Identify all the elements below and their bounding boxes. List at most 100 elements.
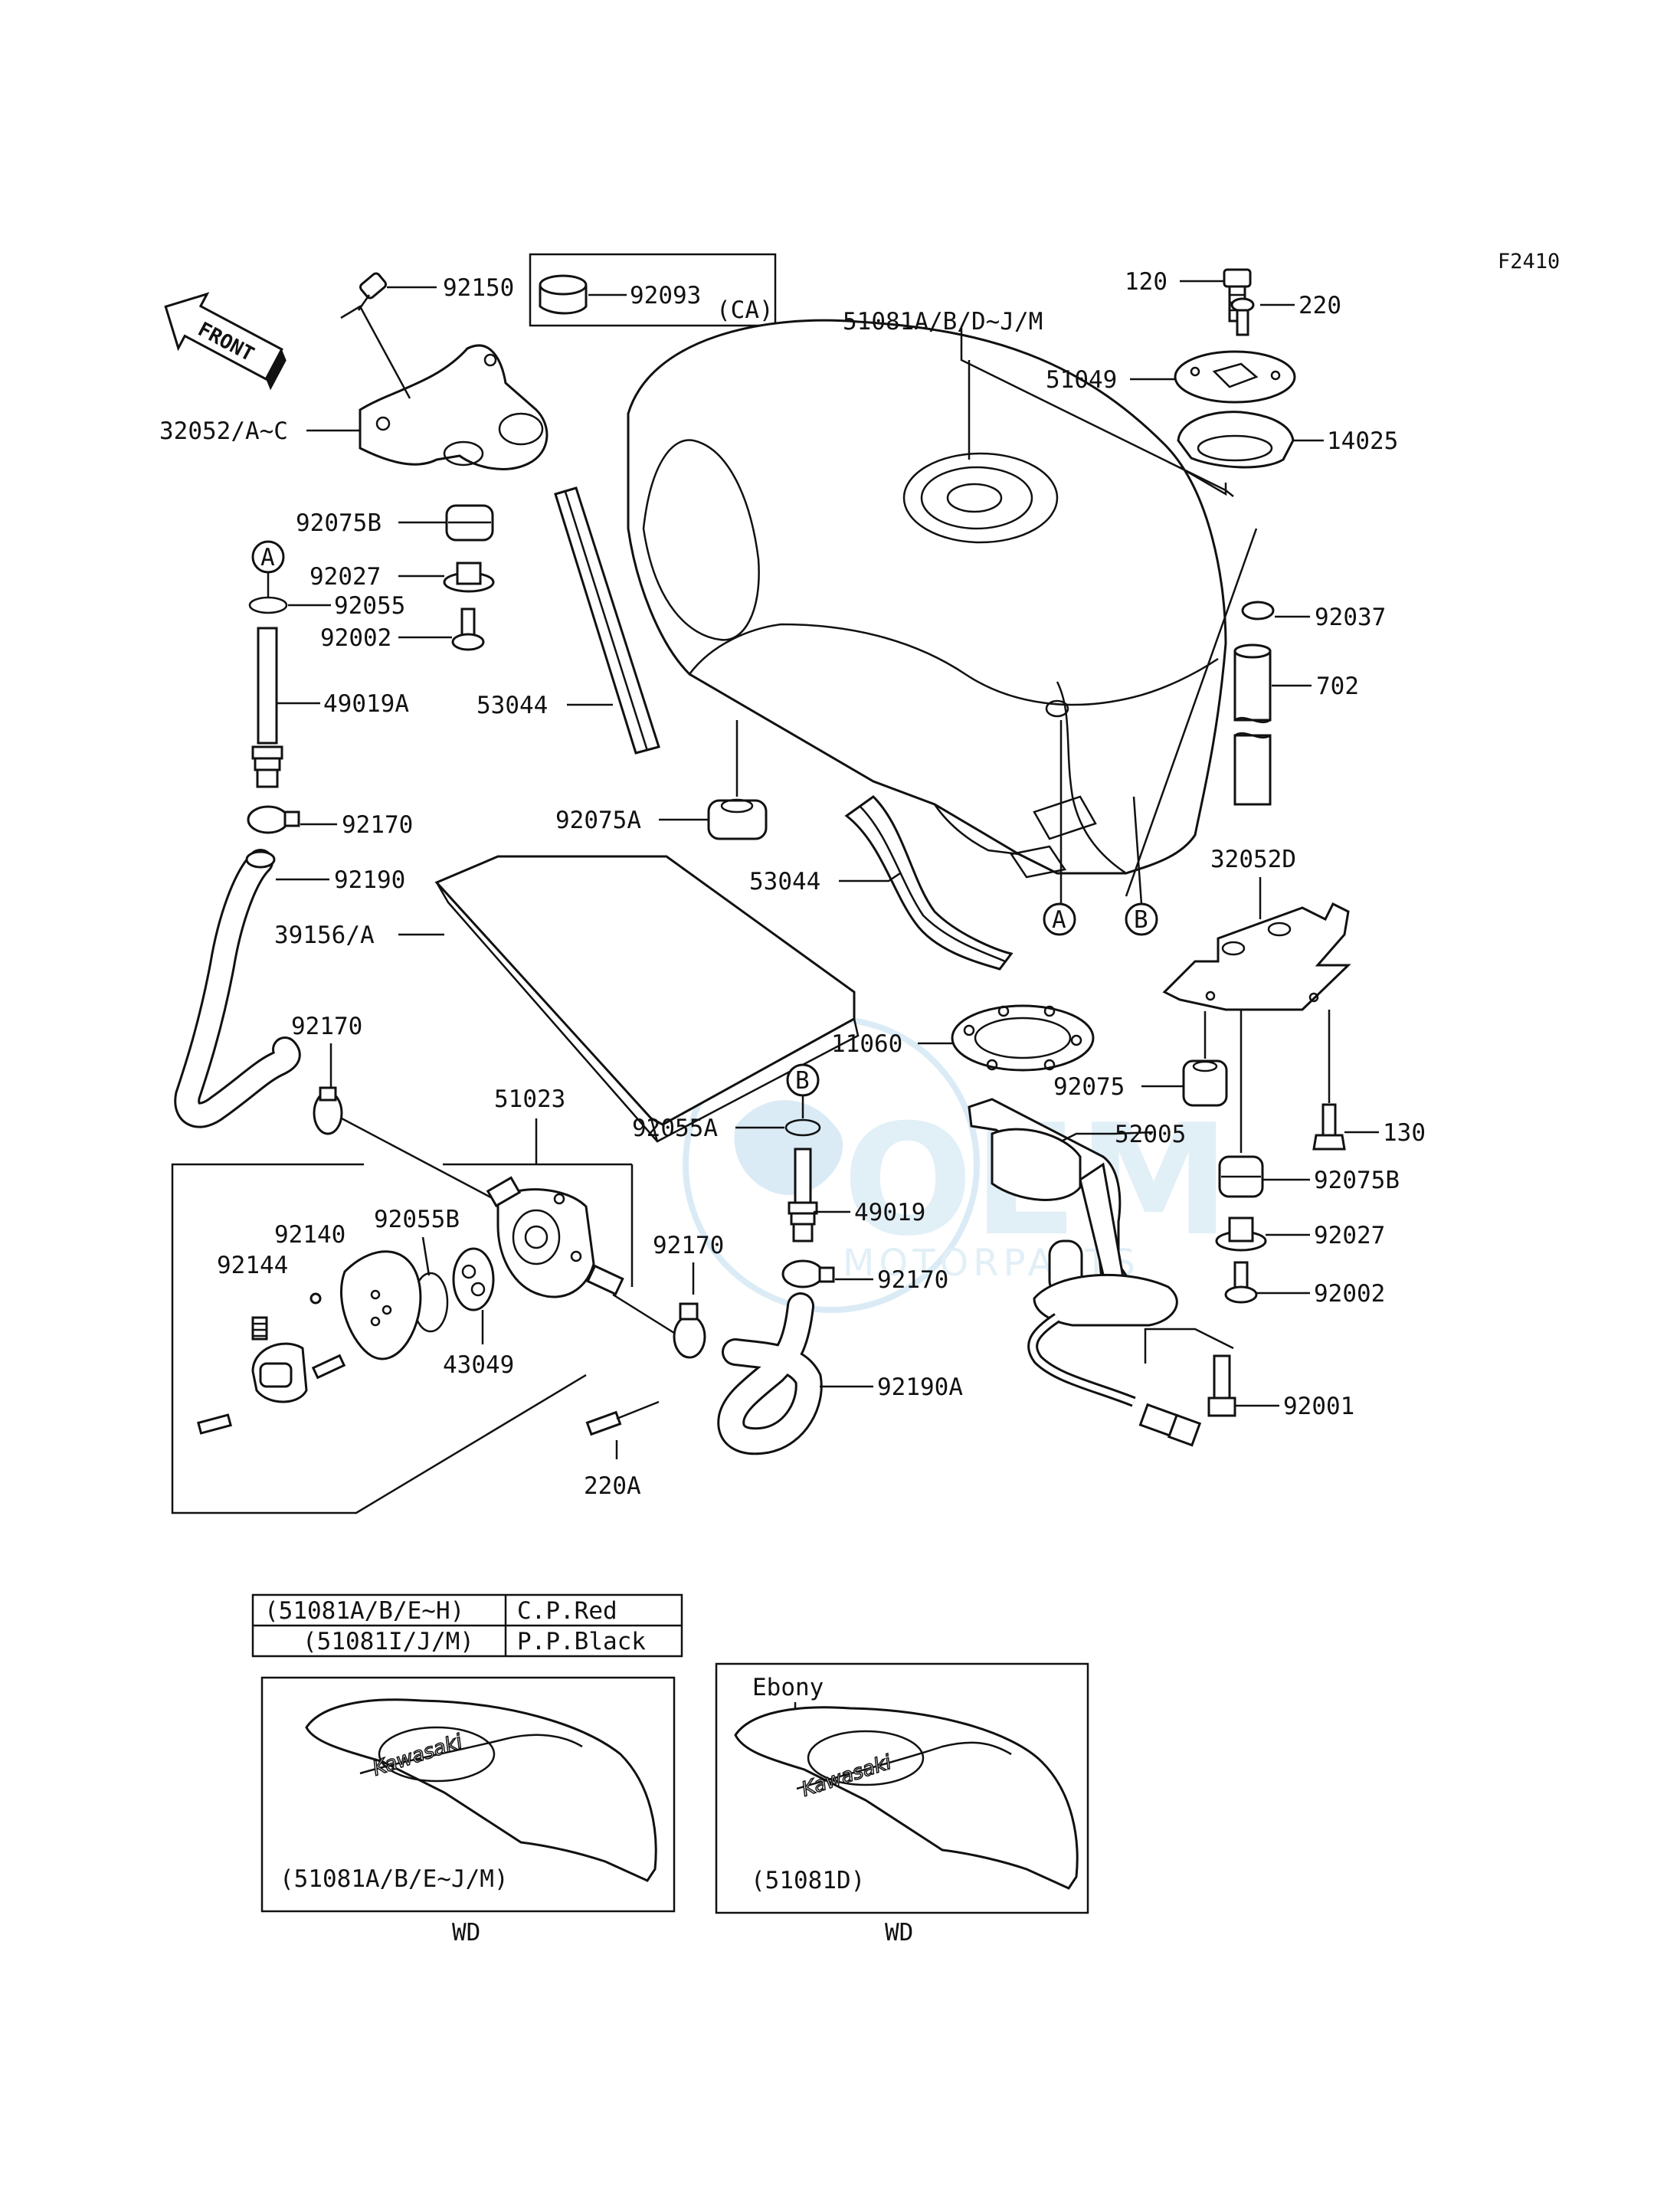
label-92170-lower[interactable]: 92170 — [653, 1232, 724, 1259]
label-51049[interactable]: 51049 — [1046, 366, 1117, 394]
fuel-tank-51081-part[interactable] — [627, 319, 1227, 879]
label-92027-left[interactable]: 92027 — [309, 563, 381, 591]
label-92075[interactable]: 92075 — [1053, 1073, 1125, 1101]
fuel-pump-assy-52005-part[interactable] — [968, 1098, 1202, 1447]
bracket-32052D-part[interactable] — [1162, 902, 1351, 1011]
hose-92190-part[interactable] — [174, 849, 301, 1128]
ball-92140-part[interactable] — [309, 1292, 322, 1305]
leader-51081 — [960, 328, 1234, 497]
gasket-43049-part[interactable] — [452, 1247, 495, 1311]
bracket-32052-part[interactable] — [359, 344, 549, 470]
label-92170-mid[interactable]: 92170 — [291, 1013, 362, 1040]
clamp-92170-mid-part[interactable] — [313, 1086, 343, 1135]
label-39156A[interactable]: 39156/A — [274, 922, 375, 949]
bolt-92001-part[interactable] — [1207, 1354, 1236, 1417]
label-92140[interactable]: 92140 — [274, 1221, 345, 1249]
clip-92037-part[interactable] — [1241, 601, 1275, 620]
label-92055A[interactable]: 92055A — [632, 1115, 718, 1142]
label-92055[interactable]: 92055 — [334, 592, 405, 620]
ref-a-top: A — [260, 544, 275, 571]
diaphragm-plate-part[interactable] — [340, 1250, 422, 1360]
label-92002-left[interactable]: 92002 — [320, 624, 391, 652]
grommet-92075-top — [1192, 1060, 1218, 1072]
grommet-92075-part[interactable] — [1182, 1059, 1228, 1107]
pump-cover-part[interactable] — [251, 1342, 308, 1403]
label-51081[interactable]: 51081A/B/D~J/M — [843, 308, 1043, 336]
grommet-92075A-part[interactable] — [707, 798, 768, 840]
oring-92055-part[interactable] — [248, 596, 288, 614]
screw-left-1-icon — [197, 1413, 232, 1435]
label-53044-lower[interactable]: 53044 — [749, 868, 820, 895]
label-32052AC[interactable]: 32052/A~C — [159, 417, 288, 445]
screw-220-part[interactable] — [1230, 297, 1255, 336]
hose-702-part[interactable] — [1233, 643, 1272, 806]
label-92150[interactable]: 92150 — [443, 274, 514, 302]
pipe-49019A-part[interactable] — [251, 627, 283, 788]
bolt-130-part[interactable] — [1312, 1103, 1346, 1151]
seal-53044-upper-part[interactable] — [554, 486, 660, 755]
collar-92027-right-part[interactable] — [1215, 1216, 1267, 1252]
label-92190A[interactable]: 92190A — [877, 1374, 963, 1401]
color-table-model-1: (51081A/B/E~H) — [264, 1597, 464, 1625]
cap-92093-part[interactable] — [539, 274, 588, 315]
label-120[interactable]: 120 — [1125, 268, 1167, 296]
tank-variant-2[interactable]: Ebony Kawasaki (51081D) — [715, 1662, 1089, 1914]
label-92093[interactable]: 92093 — [630, 282, 701, 309]
leader-pump-clamp-lower — [612, 1293, 675, 1334]
label-92170-right[interactable]: 92170 — [877, 1266, 948, 1294]
label-11060[interactable]: 11060 — [831, 1030, 902, 1058]
seal-53044-lower-part[interactable] — [844, 795, 1014, 971]
tank-variant-1[interactable]: Kawasaki (51081A/B/E~J/M) — [260, 1676, 676, 1913]
label-130[interactable]: 130 — [1383, 1119, 1426, 1147]
cap-51049-part[interactable] — [1174, 350, 1296, 404]
label-92170-top[interactable]: 92170 — [342, 811, 413, 839]
leader-clamp-pump — [341, 1117, 499, 1203]
label-92190[interactable]: 92190 — [334, 866, 405, 894]
label-32052D[interactable]: 32052D — [1210, 846, 1296, 873]
gasket-11060-b3 — [1043, 1005, 1056, 1017]
label-49019[interactable]: 49019 — [854, 1199, 925, 1226]
label-702[interactable]: 702 — [1316, 673, 1359, 700]
label-53044-upper[interactable]: 53044 — [476, 692, 548, 719]
gasket-11060-part[interactable] — [951, 1004, 1095, 1072]
label-49019A[interactable]: 49019A — [323, 690, 409, 718]
label-51023[interactable]: 51023 — [494, 1085, 565, 1113]
collar-92027-left-part[interactable] — [443, 562, 495, 593]
label-92001[interactable]: 92001 — [1283, 1393, 1354, 1420]
grommet-92075B-left-part[interactable] — [445, 504, 494, 542]
label-92075B-left[interactable]: 92075B — [296, 509, 382, 537]
label-92075B-right[interactable]: 92075B — [1314, 1167, 1400, 1194]
bolt-92002-left-part[interactable] — [451, 607, 485, 651]
label-92144[interactable]: 92144 — [217, 1252, 288, 1279]
pad-39156A-part[interactable] — [434, 855, 860, 1143]
label-92075A[interactable]: 92075A — [555, 807, 641, 834]
fuel-pump-51023-part[interactable] — [486, 1176, 624, 1298]
clamp-92170-right-part[interactable] — [781, 1259, 835, 1288]
label-43049[interactable]: 43049 — [443, 1351, 514, 1379]
grommet-92075B-right-part[interactable] — [1218, 1155, 1264, 1198]
hose-92190A-part[interactable] — [717, 1292, 823, 1455]
label-52005[interactable]: 52005 — [1115, 1121, 1186, 1148]
bolt-92150-part[interactable] — [357, 272, 388, 311]
label-92027-right[interactable]: 92027 — [1314, 1222, 1385, 1249]
oring-92055A-part[interactable] — [784, 1118, 821, 1137]
screw-left-2-part[interactable] — [311, 1354, 346, 1380]
fuel-tank-side-recess — [642, 439, 760, 641]
clamp-92170-lower-part[interactable] — [673, 1302, 706, 1359]
gasket-11060-b2 — [997, 1005, 1010, 1017]
label-92002-right[interactable]: 92002 — [1314, 1280, 1385, 1308]
screw-left-1-part[interactable] — [197, 1413, 232, 1435]
spring-92144-part[interactable] — [251, 1316, 268, 1341]
gasket-14025-part[interactable] — [1177, 411, 1295, 469]
bolt-92001-shank-icon — [1213, 1354, 1231, 1400]
label-92037[interactable]: 92037 — [1315, 604, 1386, 631]
label-220A[interactable]: 220A — [584, 1472, 641, 1500]
label-14025[interactable]: 14025 — [1327, 427, 1398, 455]
fuel-tank-mount-hole — [1045, 699, 1069, 718]
clamp-92170-top-part[interactable] — [247, 805, 300, 834]
label-92055B[interactable]: 92055B — [374, 1206, 460, 1233]
screw-220A-part[interactable] — [585, 1410, 622, 1436]
label-220[interactable]: 220 — [1298, 292, 1341, 319]
pipe-49019-part[interactable] — [788, 1148, 818, 1243]
bolt-92002-right-part[interactable] — [1224, 1261, 1258, 1304]
